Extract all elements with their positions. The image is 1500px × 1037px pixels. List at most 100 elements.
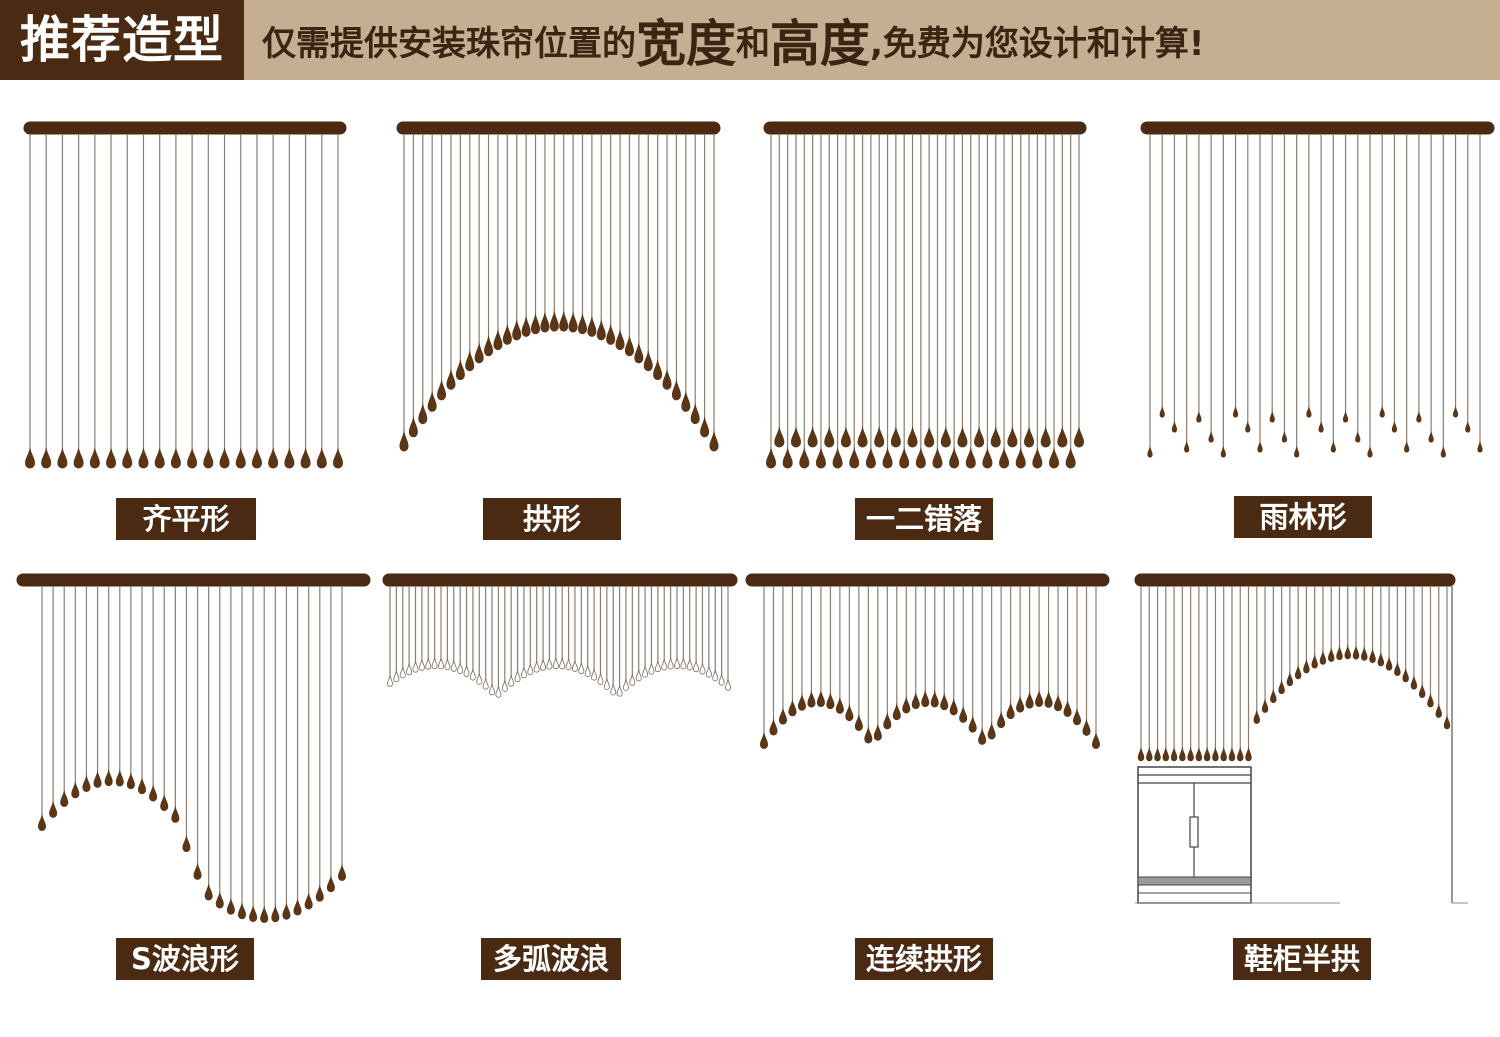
bead <box>204 883 213 901</box>
bead <box>438 658 445 670</box>
style-label-flat: 齐平形 <box>116 498 256 540</box>
bead <box>849 447 860 469</box>
bead <box>1443 714 1451 730</box>
bead <box>1303 658 1310 674</box>
bead <box>1044 690 1053 708</box>
bead <box>338 863 346 881</box>
bead <box>1410 674 1418 690</box>
bead <box>1195 746 1203 762</box>
bead <box>1394 661 1401 676</box>
bead <box>527 663 534 676</box>
bead <box>705 666 712 678</box>
bead <box>408 415 418 438</box>
bead <box>1330 440 1336 453</box>
bead <box>437 378 447 401</box>
bead <box>122 447 133 469</box>
bead <box>882 447 893 469</box>
style-label-staggered: 一二错落 <box>855 498 993 540</box>
bead <box>932 447 943 469</box>
bead <box>219 447 230 469</box>
bead <box>1352 644 1360 660</box>
bead <box>1328 647 1335 662</box>
bead <box>282 902 291 920</box>
bead <box>226 897 235 915</box>
bead <box>815 447 826 469</box>
bead <box>1281 430 1288 443</box>
bead <box>854 713 863 731</box>
bead <box>648 663 655 675</box>
bead <box>1257 440 1263 453</box>
bead <box>699 663 706 675</box>
bead <box>1261 698 1269 713</box>
bead <box>1212 746 1219 762</box>
bead <box>203 447 214 469</box>
bead <box>1245 746 1252 762</box>
bead <box>799 447 810 469</box>
bead <box>138 447 149 469</box>
bead <box>512 318 522 341</box>
bead <box>902 695 911 714</box>
bead <box>514 670 521 683</box>
bead <box>531 312 541 335</box>
page-title: 推荐造型 <box>0 0 244 80</box>
bead <box>1073 707 1082 726</box>
bead <box>549 310 559 332</box>
style-label-multi-arc: 多弧波浪 <box>481 938 621 980</box>
bead <box>268 447 279 469</box>
bead <box>482 678 489 690</box>
bead <box>597 673 604 685</box>
bead <box>1336 645 1343 661</box>
bead <box>1208 430 1214 443</box>
bead <box>873 723 882 741</box>
bead <box>1007 426 1018 448</box>
bead <box>1025 691 1034 709</box>
bead <box>115 769 124 787</box>
bead <box>465 349 475 372</box>
bead <box>284 447 295 469</box>
bead <box>622 679 629 691</box>
bead <box>1477 440 1483 453</box>
bead <box>1040 426 1051 448</box>
bead <box>1270 688 1277 703</box>
bead <box>1379 405 1385 418</box>
bead <box>406 663 413 676</box>
bead <box>797 693 806 711</box>
bead <box>1428 430 1434 443</box>
bead <box>982 447 993 469</box>
bead <box>154 447 165 469</box>
bead <box>778 707 787 725</box>
bead <box>587 315 597 337</box>
bead <box>1418 683 1426 698</box>
bead <box>1232 405 1239 418</box>
bead <box>911 691 920 710</box>
bead <box>1162 746 1170 762</box>
bead <box>149 784 158 802</box>
bead <box>1082 718 1091 736</box>
bead <box>427 390 437 412</box>
bead <box>591 669 598 681</box>
bead <box>493 328 503 351</box>
bead <box>249 904 258 922</box>
bead <box>1416 410 1422 423</box>
bead <box>921 689 930 708</box>
bead <box>476 673 483 685</box>
bead <box>571 660 578 672</box>
bead <box>874 426 885 448</box>
bead <box>316 447 327 469</box>
bead <box>463 665 470 677</box>
bead <box>1253 709 1260 724</box>
bead <box>990 426 1001 448</box>
bead <box>293 897 302 916</box>
bead <box>788 698 797 717</box>
bead <box>634 341 644 364</box>
style-label-cabinet-half-arch: 鞋柜半拱 <box>1233 938 1371 980</box>
bead <box>940 426 951 448</box>
cabinet-handle <box>1189 816 1199 848</box>
bead <box>899 447 910 469</box>
bead <box>782 447 793 469</box>
bead <box>455 358 465 380</box>
bead <box>49 800 58 818</box>
style-label-s-wave: S波浪形 <box>116 938 254 980</box>
bead <box>446 368 456 390</box>
bead <box>484 334 494 357</box>
